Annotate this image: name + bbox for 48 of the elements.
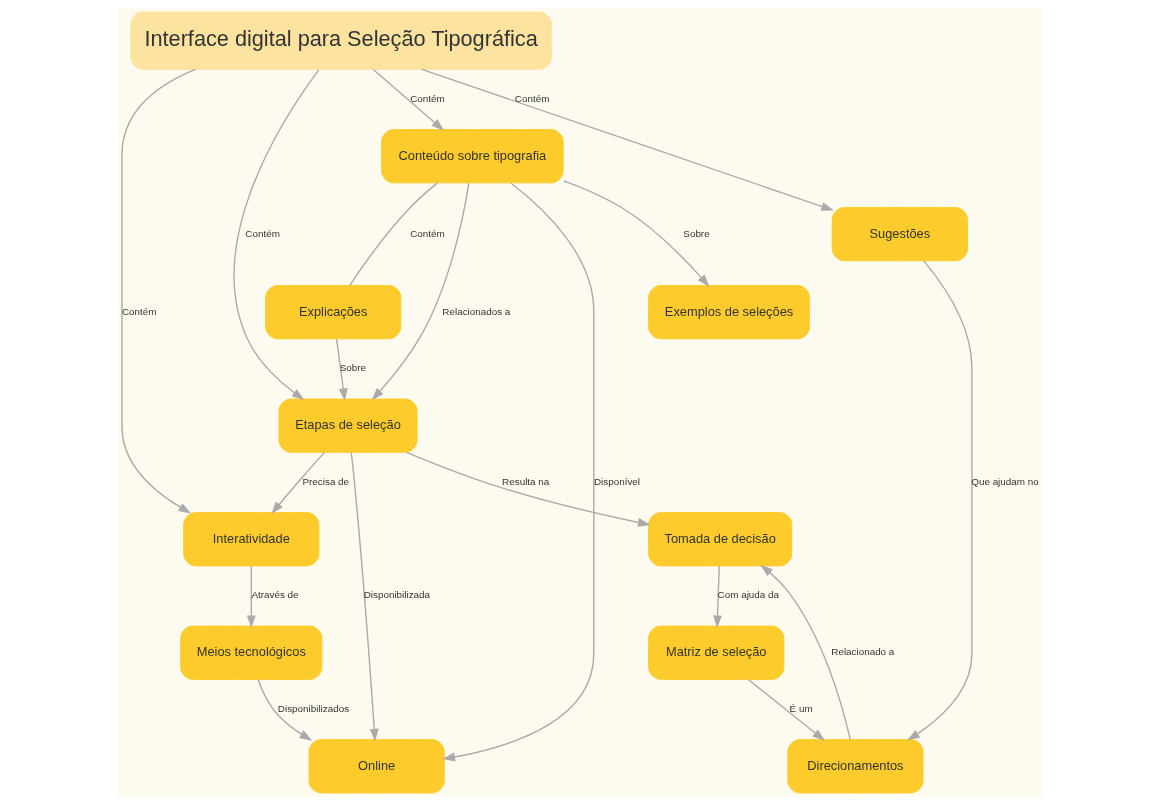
arrow	[121, 68, 196, 514]
arrow	[442, 182, 595, 762]
node-box: Meios tecnológicos	[180, 625, 323, 680]
node-box: Interatividade	[183, 512, 320, 567]
node-box: Matriz de seleção	[648, 625, 785, 680]
arrow	[233, 68, 320, 401]
edge-label: Precisa de	[302, 475, 350, 487]
edge-label: Sobre	[339, 362, 367, 374]
edge-label: Disponibilizada	[363, 589, 431, 601]
edge-label: Disponibilizados	[277, 702, 350, 714]
arrow	[350, 451, 379, 742]
node-box: Explicações	[265, 285, 402, 340]
edge-label: Disponível	[594, 475, 641, 487]
node-box: Online	[308, 739, 445, 794]
arrow	[760, 564, 851, 741]
edge-label: Que ajudam no	[971, 475, 1039, 487]
edge-label: Com ajuda da	[717, 589, 780, 601]
arrow	[907, 260, 973, 741]
arrow	[747, 678, 825, 741]
node-box: Direcionamentos	[787, 739, 924, 794]
node-box: Interface digital para Seleção Tipográfica	[130, 11, 552, 70]
arrow	[562, 180, 710, 287]
arrow	[371, 182, 470, 401]
edge-label: Contém	[245, 227, 280, 239]
arrow	[372, 68, 444, 131]
node-box: Exemplos de seleções	[648, 285, 810, 340]
edge-label: Contém	[514, 92, 550, 104]
edge-label: Contém	[410, 227, 445, 239]
node-box: Sugestões	[831, 207, 968, 262]
edge-label: Contém	[410, 92, 445, 104]
edge-label: Contém	[121, 305, 157, 317]
arrow	[713, 565, 722, 629]
arrow	[246, 565, 256, 629]
arrow	[421, 68, 834, 211]
edge-label: É um	[789, 702, 813, 714]
connector	[348, 182, 439, 287]
arrow	[257, 678, 313, 741]
arrow	[271, 451, 326, 515]
edge-label: Relacionados a	[442, 305, 511, 317]
node-box: Etapas de seleção	[278, 398, 418, 453]
edge-label: Sobre	[683, 227, 710, 239]
node-box: Conteúdo sobre tipografia	[381, 129, 564, 184]
edge-label: Relacionado a	[831, 646, 895, 658]
edge-label: Através de	[251, 589, 299, 601]
node-box: Tomada de decisão	[648, 512, 793, 567]
arrow	[405, 451, 651, 527]
arrow	[335, 338, 348, 402]
edge-label: Resulta na	[502, 475, 550, 487]
